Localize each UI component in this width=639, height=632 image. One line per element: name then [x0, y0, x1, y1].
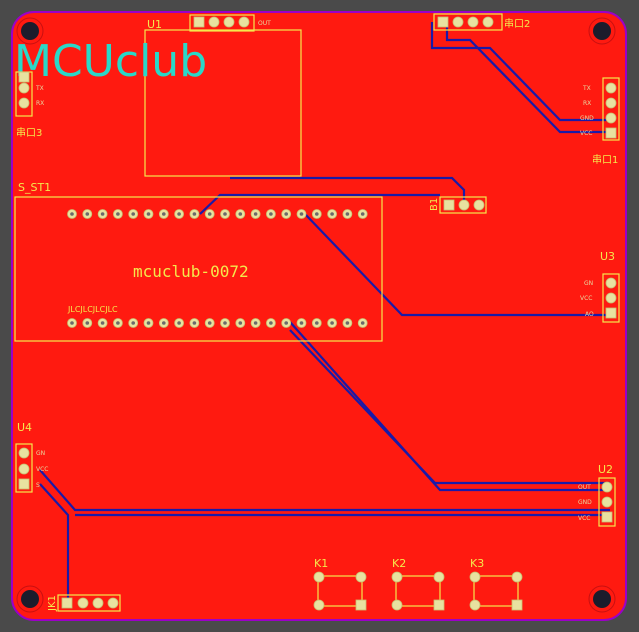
pin-hole — [146, 212, 151, 216]
pin-hole — [70, 212, 74, 216]
u4-ref: U4 — [17, 421, 32, 434]
pin-hole — [330, 212, 334, 216]
pin-hole — [253, 212, 258, 216]
pin-hole — [116, 212, 120, 216]
pin-hole — [207, 321, 212, 325]
u2-pin-gnd: GND — [578, 499, 592, 506]
k1-switch: K1 — [313, 557, 367, 611]
pin-hole — [131, 212, 135, 216]
uart1-pin-tx: TX — [582, 85, 591, 92]
pin-hole — [360, 321, 365, 325]
uart3-pin-rx: RX — [36, 100, 44, 107]
pin-hole — [315, 321, 319, 325]
pin-hole — [284, 321, 289, 325]
pin-hole — [162, 321, 166, 325]
k3-switch: K3 — [469, 557, 523, 611]
u3-ref: U3 — [600, 250, 615, 263]
b1-ref: B1 — [429, 198, 440, 211]
u1-pin-label: OUT — [258, 20, 271, 27]
jk1-header: JK1 — [47, 594, 121, 612]
s-st1-bottom-pins — [67, 318, 368, 328]
pin-hole — [116, 321, 120, 325]
u3-pin-vcc: VCC — [580, 295, 592, 302]
pin-hole — [207, 212, 212, 216]
pin-hole — [345, 321, 350, 325]
jk1-ref: JK1 — [47, 595, 58, 612]
mounting-hole-tl — [16, 17, 44, 45]
pin-hole — [162, 212, 166, 216]
pin-hole — [253, 321, 258, 325]
mounting-hole-br — [588, 585, 616, 613]
uart2-ref: 串口2 — [504, 18, 530, 30]
mounting-hole-tr — [588, 17, 616, 45]
k3-ref: K3 — [470, 557, 484, 570]
pin-hole — [345, 212, 350, 216]
u2-ref: U2 — [598, 463, 613, 476]
s-st1-module: S_ST1 JLCJLCJLCJLC mcuclub-0072 — [14, 181, 383, 342]
uart1-pin-rx: RX — [583, 100, 591, 107]
pin-hole — [269, 212, 273, 216]
u1-ref: U1 — [147, 18, 162, 31]
u3-pin-ao: AO — [585, 311, 594, 318]
s-st1-ref: S_ST1 — [18, 181, 51, 194]
uart1-pin-vcc: VCC — [580, 130, 592, 137]
pin-hole — [100, 321, 105, 325]
pin-hole — [100, 212, 105, 216]
pin-hole — [299, 321, 304, 325]
u3-header: GN VCC AO U3 — [580, 250, 620, 323]
uart1-ref: 串口1 — [592, 154, 618, 166]
pin-hole — [192, 212, 197, 216]
s-st1-top-pins — [67, 209, 368, 219]
u4-pin-gn: GN — [36, 450, 45, 457]
pin-hole — [177, 212, 181, 216]
pin-hole — [238, 321, 243, 325]
pin-hole — [70, 321, 74, 325]
pin-hole — [131, 321, 135, 325]
uart1-pin-gnd: GND — [580, 115, 594, 122]
pin-hole — [223, 321, 227, 325]
pin-hole — [284, 212, 289, 216]
u1-module: U1 OUT — [144, 14, 302, 177]
pin-hole — [299, 212, 304, 216]
pin-hole — [85, 321, 90, 325]
u4-pin-vcc: VCC — [36, 466, 48, 473]
b1-header: B1 — [429, 196, 487, 214]
pin-hole — [223, 212, 227, 216]
pin-hole — [269, 321, 273, 325]
uart3-ref: 串口3 — [16, 127, 42, 139]
board-label: mcuclub-0072 — [133, 262, 249, 281]
u4-header: GN VCC S U4 — [15, 421, 48, 493]
pin-hole — [360, 212, 365, 216]
mounting-hole-bl — [16, 585, 44, 613]
pin-hole — [85, 212, 90, 216]
pcb-board — [11, 11, 627, 621]
u2-pin-out: OUT — [578, 484, 591, 491]
pin-hole — [330, 321, 334, 325]
uart1-header: TX RX GND VCC 串口1 — [580, 77, 620, 166]
k1-ref: K1 — [314, 557, 328, 570]
u4-pin-s: S — [36, 482, 40, 489]
k2-switch: K2 — [391, 557, 445, 611]
k2-ref: K2 — [392, 557, 406, 570]
pin-hole — [315, 212, 319, 216]
uart3-pin-tx: TX — [35, 85, 44, 92]
s-st1-row-label: JLCJLCJLCJLC — [67, 305, 118, 314]
mcuclub-logo: MCUclub — [14, 36, 207, 87]
uart2-header: 串口2 — [433, 13, 530, 31]
traces — [39, 22, 610, 604]
pin-hole — [238, 212, 243, 216]
u3-pin-gn: GN — [584, 280, 593, 287]
u2-pin-vcc: VCC — [578, 515, 590, 522]
pin-hole — [192, 321, 197, 325]
uart3-header: TX RX 串口3 — [15, 71, 44, 139]
u2-header: OUT GND VCC U2 — [578, 463, 616, 527]
pin-hole — [177, 321, 181, 325]
pin-hole — [146, 321, 151, 325]
